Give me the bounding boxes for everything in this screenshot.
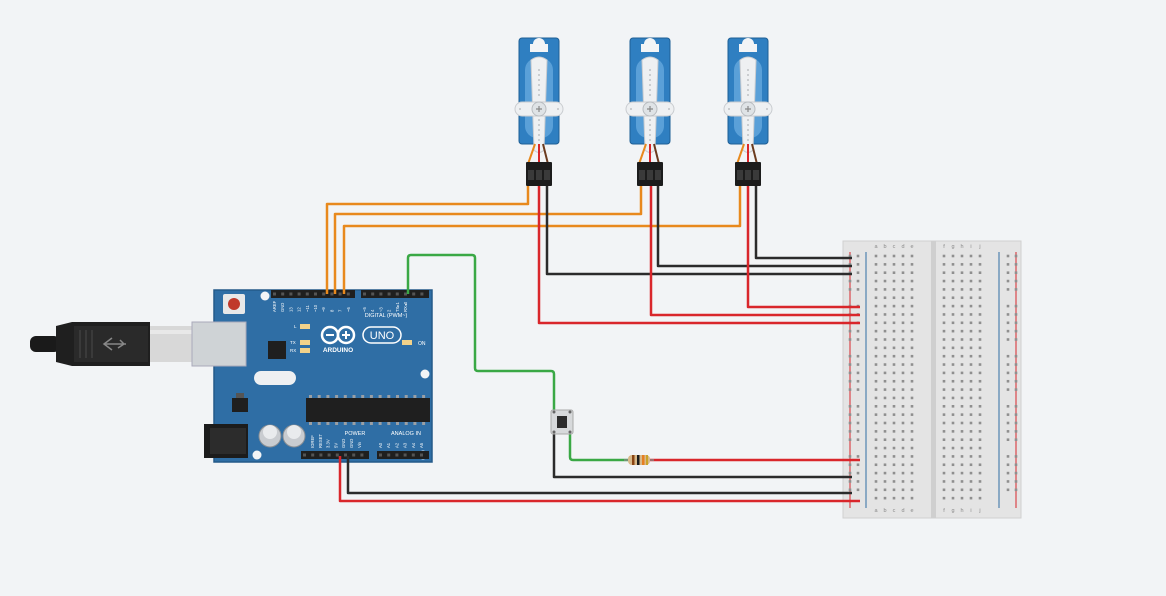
column-letter: g (951, 244, 954, 250)
pin-label: A2 (394, 442, 399, 448)
pin-label: RESET (318, 434, 323, 448)
pin-label: A4 (411, 442, 416, 448)
on-led-label: ON (418, 341, 426, 347)
wires (325, 186, 860, 503)
column-letter: i (970, 244, 971, 250)
column-letter: c (893, 508, 896, 514)
pin-label: AREF (272, 300, 277, 312)
uno-label: UNO (370, 330, 395, 342)
column-letter: e (910, 244, 913, 250)
pin-label: ~3 (378, 307, 383, 312)
pin-label: A5 (419, 442, 424, 448)
digital-header-right (361, 290, 429, 298)
column-letter: e (910, 508, 913, 514)
servo-motor[interactable] (625, 37, 675, 186)
wire-servo2-signal (333, 186, 643, 294)
digital-header-label: DIGITAL (PWM~) (365, 313, 408, 319)
digital-header-left (271, 290, 355, 298)
arduino-uno-board[interactable]: UNO ARDUINO ON L TX RX DIGITAL (PWM~) PO… (191, 289, 433, 463)
wire-button-pin2 (406, 253, 556, 412)
column-letter: i (970, 508, 971, 514)
pin-label: TX▸1 (395, 302, 400, 312)
wire-servo1-signal (325, 186, 530, 294)
wire-servo1-vcc (537, 186, 860, 325)
column-letter: b (883, 508, 886, 514)
wire-servo3-gnd (754, 186, 852, 260)
pin-label: IOREF (310, 435, 315, 448)
servo-motor[interactable] (723, 37, 773, 186)
pin-label: ~10 (313, 304, 318, 312)
column-letter: g (951, 508, 954, 514)
wire-servo3-vcc (746, 186, 860, 309)
column-letter: b (883, 244, 886, 250)
usb-cable[interactable] (30, 322, 192, 366)
pin-label: ~11 (305, 305, 310, 312)
pin-label: GND (341, 439, 346, 448)
wire-arduino-5v (338, 456, 860, 503)
pin-label: A1 (386, 442, 391, 448)
pin-label: 12 (297, 307, 302, 312)
pin-label: Vin (357, 441, 362, 448)
column-letter: a (874, 508, 878, 514)
pin-label: 8 (329, 309, 334, 312)
column-letter: d (901, 508, 904, 514)
wire-arduino-gnd (346, 456, 852, 495)
wire-servo2-vcc (649, 186, 860, 317)
pin-label: 3.3V (326, 439, 331, 448)
pin-label: 7 (338, 309, 343, 312)
column-letter: h (960, 244, 963, 250)
pin-label: A3 (403, 442, 408, 448)
power-header-label: POWER (345, 431, 366, 437)
power-header (301, 451, 369, 459)
resistor[interactable] (624, 455, 654, 465)
tx-led-label: TX (290, 340, 296, 345)
servo-motor[interactable] (514, 37, 564, 186)
analog-header-label: ANALOG IN (391, 431, 421, 437)
column-letter: h (960, 508, 963, 514)
wire-servo1-gnd (545, 186, 852, 276)
pin-label: GND (280, 303, 285, 312)
column-letter: j (978, 508, 980, 514)
pin-label: 13 (288, 307, 293, 312)
pin-label: ~6 (346, 307, 351, 312)
pin-label: 4 (370, 309, 375, 312)
wire-servo3-signal (342, 186, 742, 294)
arduino-logo-icon (320, 325, 356, 345)
pin-label: RX◂0 (403, 301, 408, 312)
wire-button-resistor (568, 432, 628, 462)
pin-label: 2 (387, 309, 392, 312)
column-letter: f (943, 244, 945, 250)
arduino-brand: ARDUINO (323, 347, 353, 354)
column-letter: a (874, 244, 878, 250)
analog-header (377, 451, 429, 459)
rx-led-label: RX (290, 348, 296, 353)
pin-label: GND (349, 439, 354, 448)
pushbutton[interactable] (550, 409, 574, 435)
wire-servo2-gnd (656, 186, 852, 268)
pin-label: 5V (333, 443, 338, 448)
column-letter: c (893, 244, 896, 250)
wire-button-gnd (552, 432, 852, 479)
pin-label: ~5 (362, 307, 367, 312)
pin-label: ~9 (321, 307, 326, 312)
column-letter: f (943, 508, 945, 514)
column-letter: d (901, 244, 904, 250)
l-led-label: L (294, 324, 297, 329)
column-letter: j (978, 244, 980, 250)
pin-label: A0 (378, 442, 383, 448)
